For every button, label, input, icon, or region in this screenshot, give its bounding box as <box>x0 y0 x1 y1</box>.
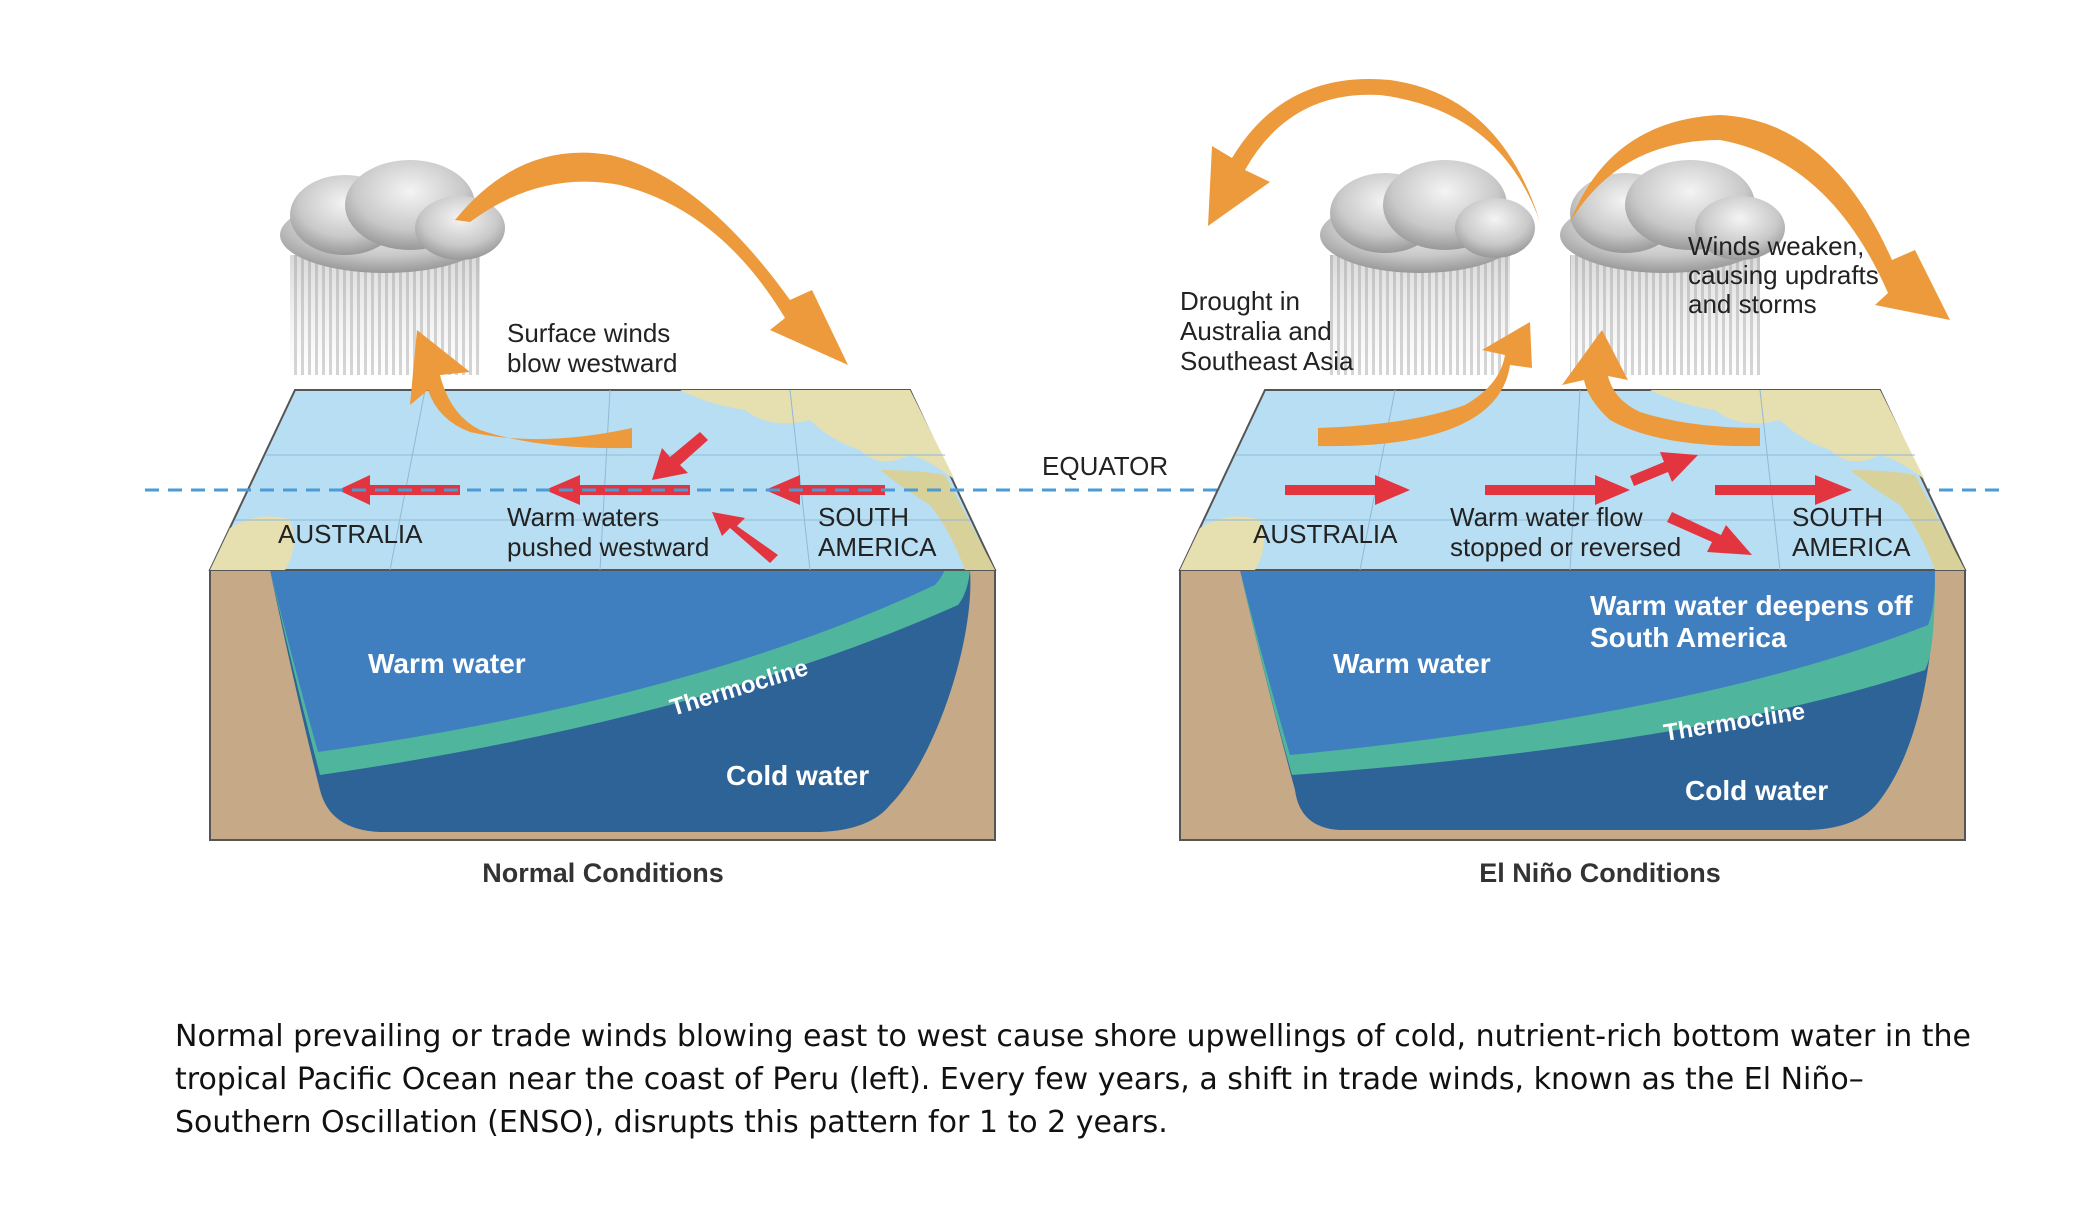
current-arrow <box>1630 452 1698 486</box>
wind-arrows <box>1208 78 1950 447</box>
south-america-label: SOUTH AMERICA <box>1792 502 1911 562</box>
updraft-arrow-east <box>1562 330 1760 447</box>
warm-water-label: Warm water <box>1333 648 1491 679</box>
cloud-icon <box>1320 160 1535 375</box>
normal-panel: Surface winds blow westward AUSTRALIA SO… <box>208 152 997 888</box>
map-surface <box>208 389 997 571</box>
updraft-arrow-west <box>1318 322 1532 447</box>
cloud-icon <box>280 160 505 375</box>
elnino-conditions-title: El Niño Conditions <box>1479 858 1720 888</box>
equator-label: EQUATOR <box>1042 451 1168 481</box>
normal-conditions-title: Normal Conditions <box>482 858 724 888</box>
current-arrow <box>652 432 708 480</box>
winds-weaken-label: Winds weaken, causing updrafts and storm… <box>1688 231 1886 319</box>
upper-wind-arrow-east <box>1570 115 1950 320</box>
current-arrow <box>1715 475 1852 505</box>
surface-winds-label: Surface winds blow westward <box>507 318 678 378</box>
australia-label: AUSTRALIA <box>1253 519 1398 549</box>
wind-arrows <box>410 152 848 449</box>
upper-wind-arrow <box>455 152 848 365</box>
current-arrow <box>1485 475 1630 505</box>
cloud-icon <box>1560 160 1785 375</box>
current-arrow <box>712 512 778 563</box>
surface-wind-arrow <box>410 330 632 449</box>
warm-water-deepens-label: Warm water deepens off South America <box>1590 590 1920 653</box>
warm-waters-pushed-label: Warm waters pushed westward <box>507 502 709 562</box>
australia-label: AUSTRALIA <box>278 519 423 549</box>
figure-caption: Normal prevailing or trade winds blowing… <box>175 1019 1971 1140</box>
elnino-panel: Drought in Australia and Southeast Asia … <box>1178 78 1967 888</box>
south-america-label: SOUTH AMERICA <box>818 502 937 562</box>
ocean-cross-section <box>1179 569 1966 841</box>
cold-water-label: Cold water <box>726 760 869 791</box>
current-arrow <box>1667 512 1752 555</box>
upper-wind-arrow-west <box>1208 78 1540 227</box>
ocean-cross-section <box>209 569 996 841</box>
warm-water-flow-label: Warm water flow stopped or reversed <box>1450 502 1681 562</box>
current-arrow <box>1285 475 1410 505</box>
current-arrows <box>1285 452 1852 555</box>
cold-water-label: Cold water <box>1685 775 1828 806</box>
warm-water-label: Warm water <box>368 648 526 679</box>
drought-label: Drought in Australia and Southeast Asia <box>1180 286 1354 376</box>
